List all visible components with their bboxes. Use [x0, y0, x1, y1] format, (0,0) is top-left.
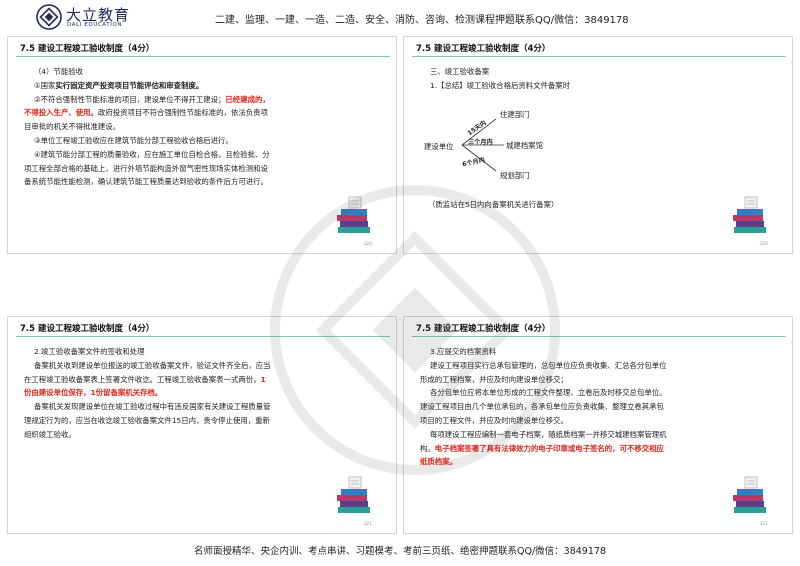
- text-line: 备系统节能性能检测，确认建筑节能工程质量达到验收的条件后方可进行。: [24, 177, 268, 187]
- page-number: 320: [363, 242, 372, 247]
- text-line: （4）节能验收: [34, 67, 84, 76]
- text-line: 份由建设单位保存，1份留备案机关存档。: [24, 388, 163, 398]
- text-line: 目审批的机关不得批准建设。: [24, 122, 121, 132]
- text-line: 项工程全部合格的基础上，进行外墙节能构造外窗气密性现场实体检测和设: [24, 163, 268, 173]
- text-line: ③单位工程竣工验收应在建筑节能分部工程验收合格后进行。: [34, 135, 233, 145]
- slide-filing-receipt: 7.5 建设工程竣工验收制度（4分） 2.竣工验收备案文件的签收和处理 备案机关…: [7, 316, 397, 534]
- deadline-label: 15天内: [466, 119, 488, 138]
- dali-logo-icon: [36, 4, 62, 30]
- page-footer: 名师面授精华、央企内训、考点串讲、习题模考、考前三页纸、绝密押题联系QQ/微信：…: [194, 546, 606, 557]
- text-line: ②不符合强制性节能标准的项目，建设单位不得开工建设；已经建成的，: [34, 94, 270, 104]
- header-contact-text: 二建、监理、一建、一造、二造、安全、消防、咨询、检测课程押题联系QQ/微信：38…: [215, 15, 629, 26]
- text-line: 理规定行为的，应当在收讫竣工验收备案文件15日内，责令停止使用，重新: [24, 415, 270, 425]
- books-illustration-icon: [733, 476, 766, 513]
- text-line: 三、竣工验收备案: [430, 67, 490, 76]
- slide-completion-filing: 7.5 建设工程竣工验收制度（4分） 三、竣工验收备案 1.【总结】竣工验收合格…: [403, 36, 793, 254]
- filing-note: （质监站在5日内向备案机关进行备案）: [428, 200, 559, 209]
- slide-body: 三、竣工验收备案 1.【总结】竣工验收合格后资料文件备案时: [418, 65, 698, 93]
- slide-body: 2.竣工验收备案文件的签收和处理 备案机关收到建设单位报送的竣工验收备案文件，验…: [22, 345, 312, 442]
- deadline-label: 6个月内: [461, 156, 486, 169]
- slide-body: 3.应提交的档案资料 建设工程项目实行总承包管理的，总包单位应负责收集、汇总各分…: [418, 345, 708, 469]
- title-divider: [16, 56, 390, 57]
- text-line: 建设工程项目实行总承包管理的，总包单位应负责收集、汇总各分包单位: [430, 360, 667, 370]
- text-line: 项目的工程文件，并应及时向建设单位移交。: [420, 415, 568, 425]
- page-number: 321: [363, 522, 372, 527]
- slide-archive-materials: 7.5 建设工程竣工验收制度（4分） 3.应提交的档案资料 建设工程项目实行总承…: [403, 316, 793, 534]
- destination-label: 城建档案馆: [506, 141, 543, 150]
- text-line: 建设工程项目由几个单位承包的，各承包单位应负责收集、整理立卷其承包: [420, 402, 664, 412]
- books-illustration-icon: [337, 196, 370, 233]
- deadline-label: 三个月内: [468, 139, 493, 146]
- text-line: 不得投入生产、使用。政府投资项目不符合强制性节能标准的，依法负责项: [24, 108, 268, 118]
- slide-title: 7.5 建设工程竣工验收制度（4分）: [416, 324, 551, 334]
- logo-name-cn: 大立教育: [66, 6, 131, 24]
- text-line: 2.竣工验收备案文件的签收和处理: [34, 347, 145, 356]
- filing-unit-label: 建设单位: [424, 142, 454, 151]
- slide-title: 7.5 建设工程竣工验收制度（4分）: [416, 44, 551, 54]
- text-line: 1.【总结】竣工验收合格后资料文件备案时: [430, 80, 571, 90]
- page-number: 320: [759, 242, 768, 247]
- text-line: 形成的工程档案，并应及时向建设单位移交；: [420, 374, 568, 384]
- destination-label: 规划部门: [500, 171, 530, 180]
- text-line: 备案机关收到建设单位报送的竣工验收备案文件，验证文件齐全后，应当: [34, 360, 271, 370]
- text-line: 在工程竣工验收备案表上签署文件收讫。工程竣工验收备案表一式两份，1: [24, 374, 266, 384]
- title-divider: [412, 56, 786, 57]
- title-divider: [412, 336, 786, 337]
- text-line: 构。电子档案签署了具有法律效力的电子印章或电子签名的，可不移交相应: [420, 443, 664, 453]
- text-line: 纸质档案。: [420, 457, 457, 467]
- destination-label: 住建部门: [500, 110, 530, 119]
- text-line: ①国家实行固定资产投资项目节能评估和审查制度。: [34, 80, 204, 90]
- books-illustration-icon: [733, 196, 766, 233]
- slide-title: 7.5 建设工程竣工验收制度（4分）: [20, 324, 155, 334]
- text-line: 各分包单位应将本单位形成的工程文件整理、立卷后及时移交总包单位。: [430, 388, 667, 398]
- books-illustration-icon: [337, 476, 370, 513]
- slide-energy-acceptance: 7.5 建设工程竣工验收制度（4分） （4）节能验收 ①国家实行固定资产投资项目…: [7, 36, 397, 254]
- text-line: 每项建设工程应编制一套电子档案，随纸质档案一并移交城建档案管理机: [430, 429, 667, 439]
- slide-body: （4）节能验收 ①国家实行固定资产投资项目节能评估和审查制度。 ②不符合强制性节…: [22, 65, 307, 189]
- text-line: 组织竣工验收。: [24, 429, 76, 439]
- slide-title: 7.5 建设工程竣工验收制度（4分）: [20, 44, 155, 54]
- text-line: 备案机关发现建设单位在竣工验收过程中有违反国家有关建设工程质量管: [34, 402, 271, 412]
- page-number: 321: [759, 522, 768, 527]
- page-header: 大立教育 DALI EDUCATION 二建、监理、一建、一造、二造、安全、消防…: [0, 0, 800, 34]
- logo-name-en: DALI EDUCATION: [67, 22, 123, 28]
- text-line: ④建筑节能分部工程的质量验收，应在施工单位自检合格，且检验批、分: [34, 149, 270, 159]
- title-divider: [16, 336, 390, 337]
- text-line: 3.应提交的档案资料: [430, 347, 497, 356]
